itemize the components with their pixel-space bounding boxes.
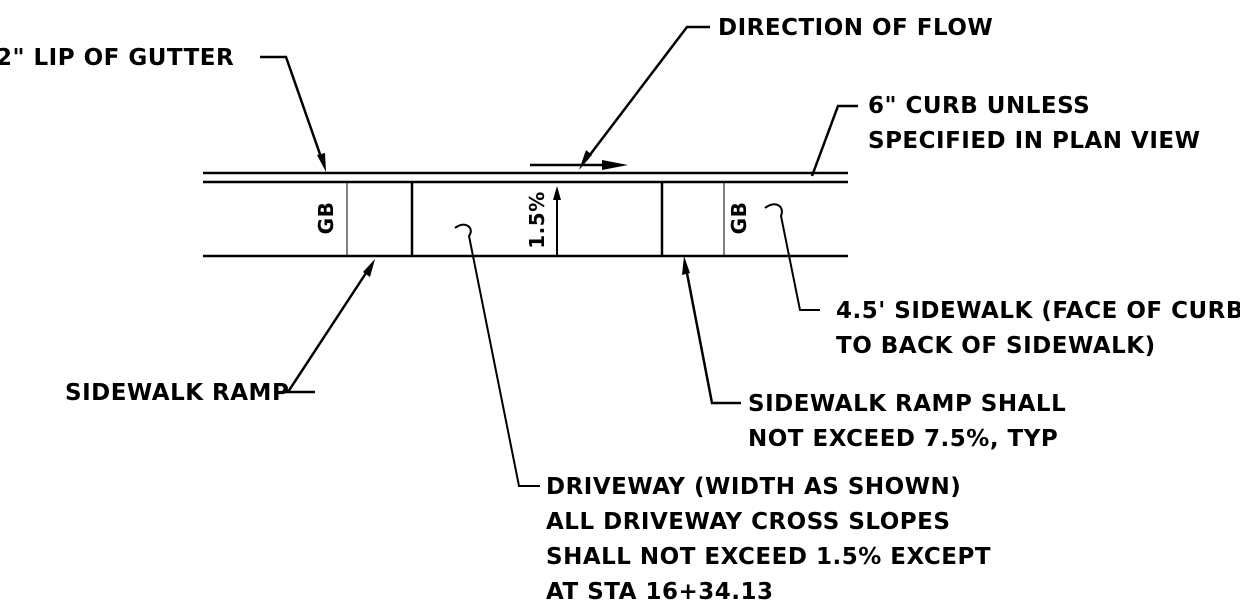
label-lip-of-gutter: 2" LIP OF GUTTER <box>0 45 234 71</box>
label-driveway-line1: DRIVEWAY (WIDTH AS SHOWN) <box>546 474 961 500</box>
label-sidewalk-ramp: SIDEWALK RAMP <box>65 380 289 406</box>
flow-arrowhead <box>602 160 628 170</box>
label-driveway-line2: ALL DRIVEWAY CROSS SLOPES <box>546 509 950 535</box>
grade-break-left-label: GB <box>314 202 338 235</box>
label-curb-line2: SPECIFIED IN PLAN VIEW <box>868 128 1200 154</box>
leader-direction-of-flow <box>585 25 710 161</box>
label-sidewalk-line2: TO BACK OF SIDEWALK) <box>836 333 1156 359</box>
leader-sidewalk-ramp-arrow <box>363 259 375 277</box>
leader-sidewalk <box>764 203 820 311</box>
leader-sidewalk-ramp <box>285 269 370 394</box>
leader-curb <box>810 104 858 177</box>
cross-slope-label: 1.5% <box>525 191 549 248</box>
label-ramp-slope-line2: NOT EXCEED 7.5%, TYP <box>748 426 1058 452</box>
leader-driveway <box>454 223 540 487</box>
leader-lip-of-gutter <box>260 55 324 161</box>
label-driveway-line3: SHALL NOT EXCEED 1.5% EXCEPT <box>546 544 991 570</box>
label-direction-of-flow: DIRECTION OF FLOW <box>718 15 993 41</box>
label-driveway-line4: AT STA 16+34.13 <box>546 579 774 605</box>
label-sidewalk-line1: 4.5' SIDEWALK (FACE OF CURB <box>836 298 1240 324</box>
grade-break-right-label: GB <box>727 202 751 235</box>
leader-direction-of-flow-arrow <box>579 150 592 170</box>
leader-ramp-slope <box>684 267 741 405</box>
leader-ramp-slope-arrow <box>682 256 690 275</box>
label-curb-line1: 6" CURB UNLESS <box>868 93 1090 119</box>
leader-lip-of-gutter-arrow <box>317 153 326 172</box>
cross-slope-arrowhead <box>553 186 561 200</box>
label-ramp-slope-line1: SIDEWALK RAMP SHALL <box>748 391 1066 417</box>
